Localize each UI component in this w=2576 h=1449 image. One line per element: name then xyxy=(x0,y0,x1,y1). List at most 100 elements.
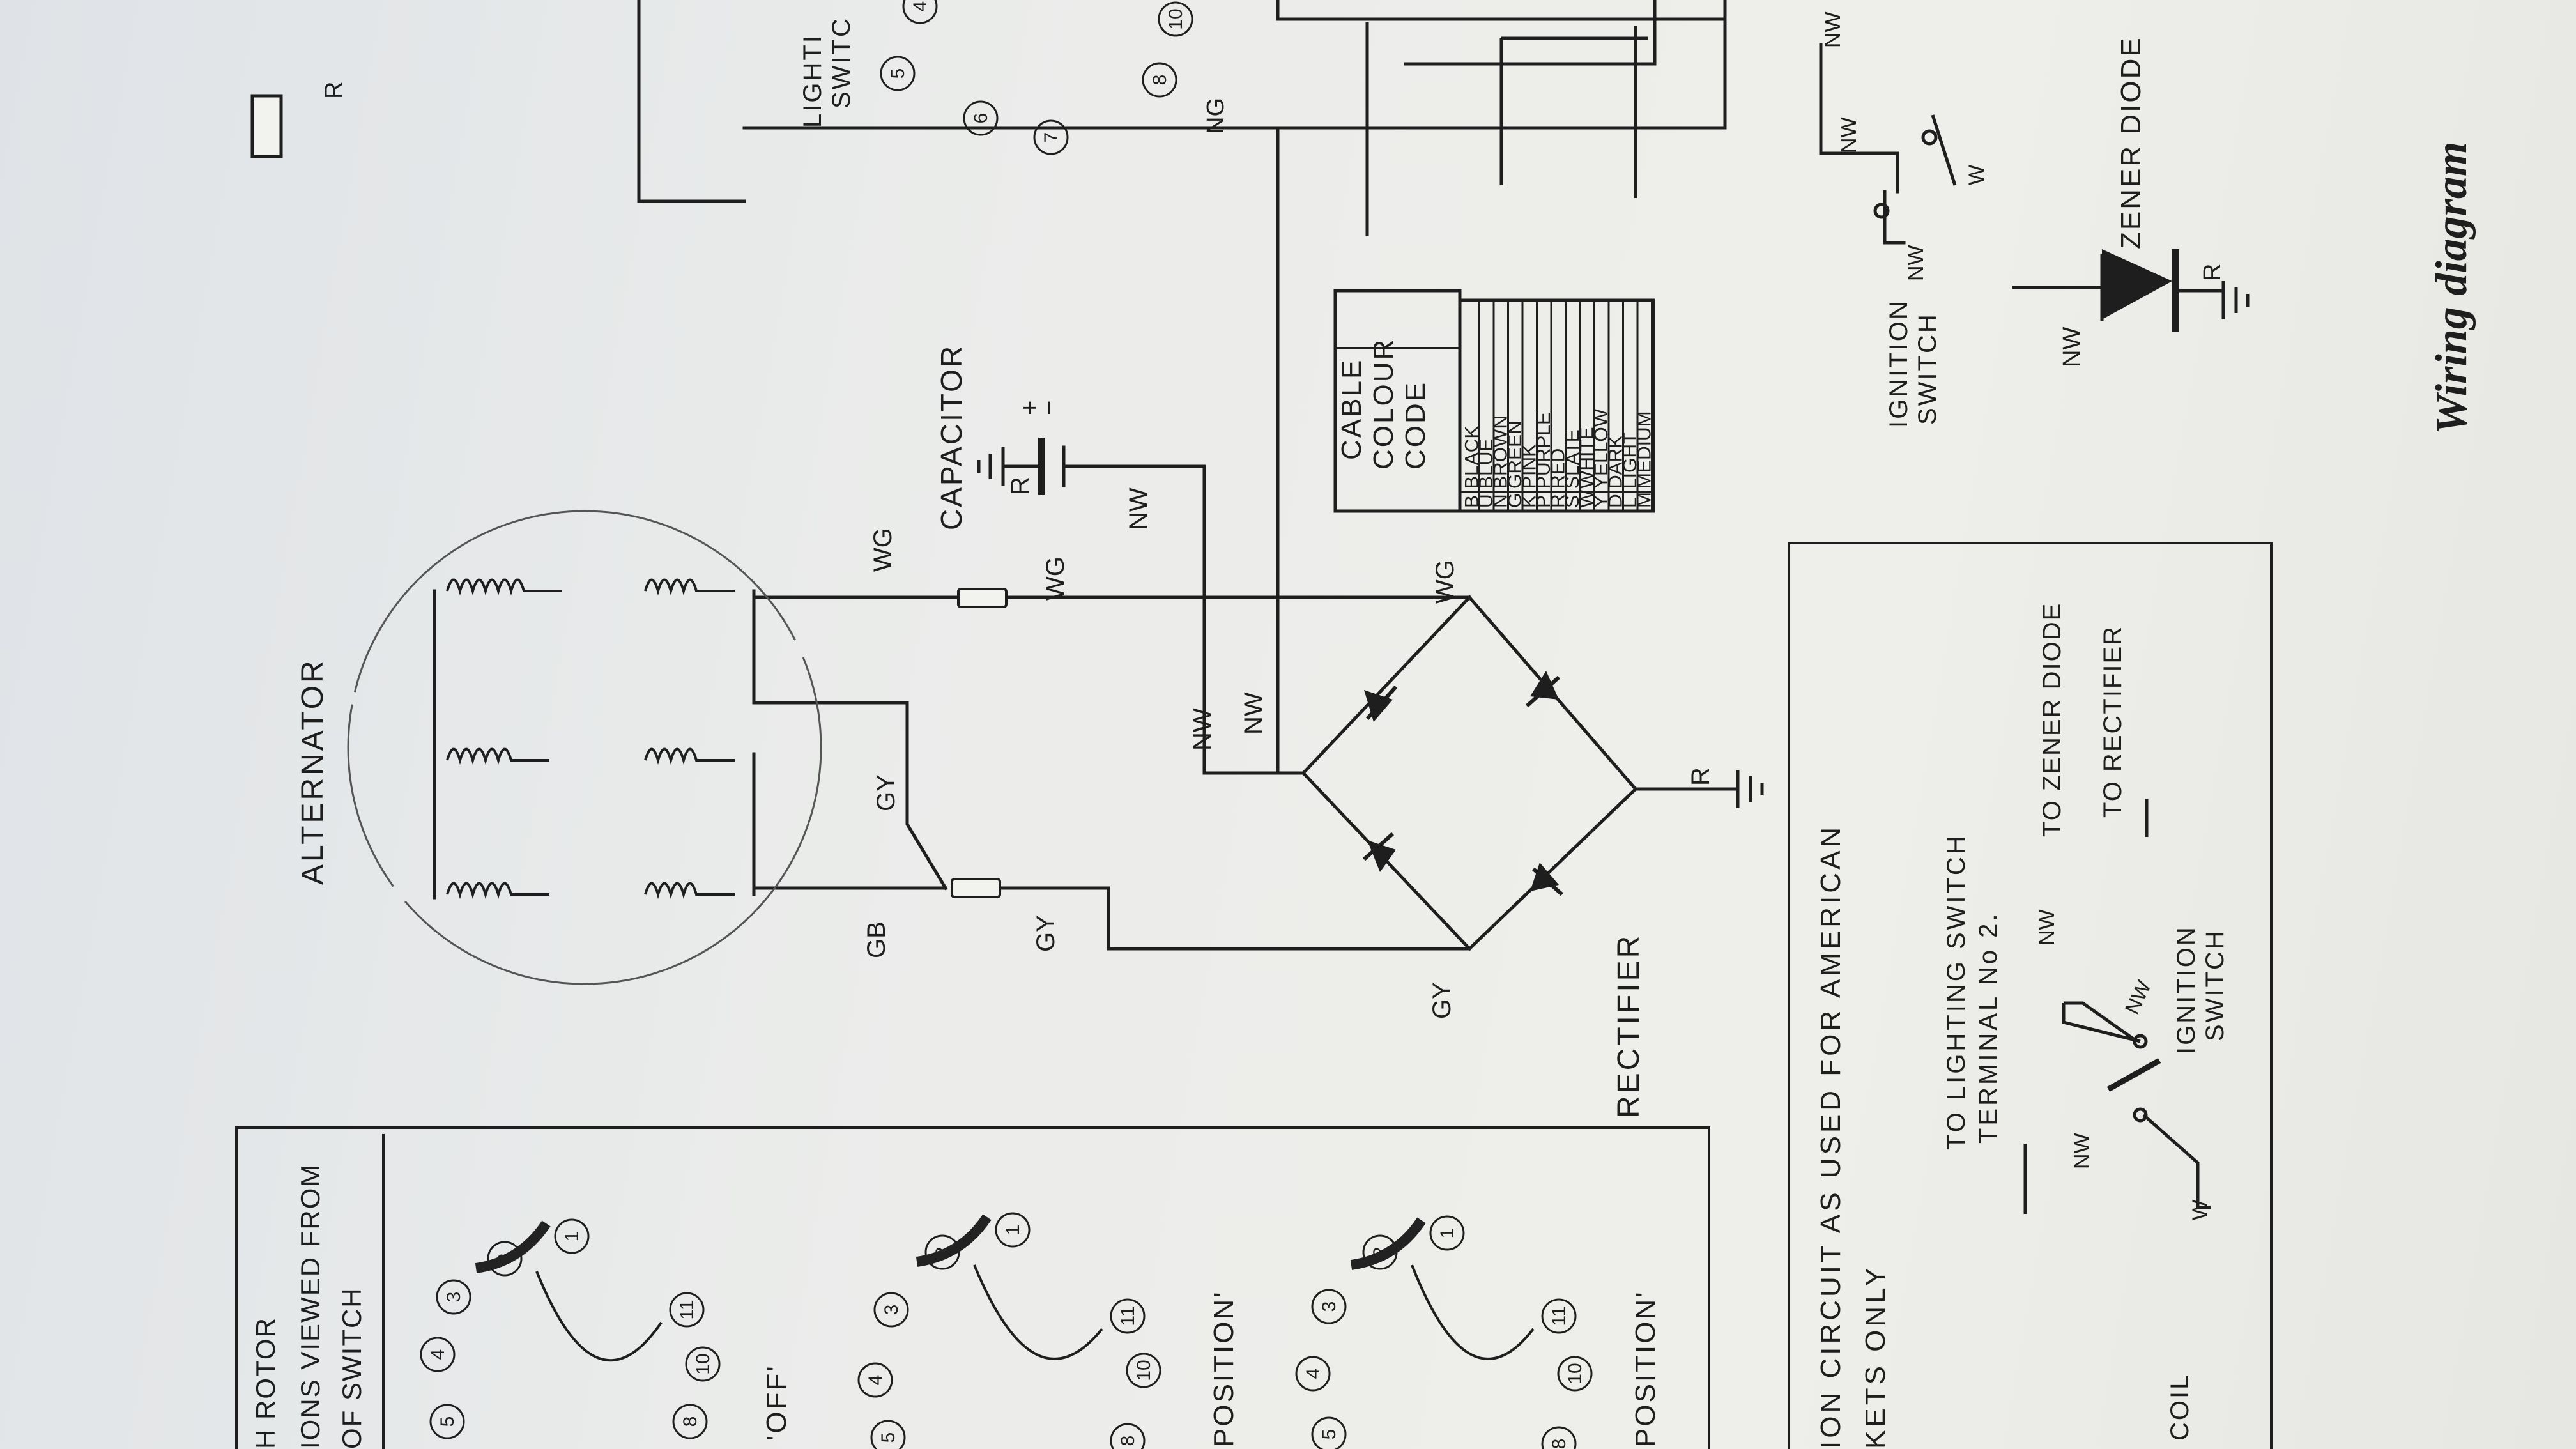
terminal-8: 8 xyxy=(1142,62,1177,98)
terminal-5: 5 xyxy=(880,56,916,91)
lighting-switch-label-1: LIGHTI xyxy=(799,34,827,128)
wire-alt-gy xyxy=(752,701,948,891)
svg-text:5: 5 xyxy=(437,1416,458,1427)
american-ignition-1: IGNITION xyxy=(2172,925,2200,1054)
svg-text:10: 10 xyxy=(1133,1360,1154,1381)
svg-text:3: 3 xyxy=(1319,1301,1340,1312)
legend-resistor-label: R xyxy=(321,82,348,99)
rectifier-wire-label-nw-right: NW xyxy=(1239,692,1268,735)
wire-lighting-branch xyxy=(1276,0,1727,21)
terminal-10: 10 xyxy=(1126,1353,1162,1388)
colour-code-row: K PINK xyxy=(1519,300,1540,511)
colour-code-letter: K xyxy=(1519,495,1540,508)
terminal-4: 4 xyxy=(857,1362,893,1398)
terminal-1: 1 xyxy=(554,1218,590,1254)
terminal-5: 5 xyxy=(429,1404,465,1439)
cable-colour-code-heading-line: COLOUR xyxy=(1368,338,1399,470)
svg-text:5: 5 xyxy=(878,1432,899,1443)
colour-code-name: WHITE xyxy=(1577,427,1598,489)
svg-text:4: 4 xyxy=(427,1349,448,1360)
terminal-3: 3 xyxy=(873,1292,909,1328)
ignition-wire-label-2: NW xyxy=(1904,245,1928,281)
alternator-wire-label-gy: GY xyxy=(872,774,900,811)
terminal-4: 4 xyxy=(902,0,938,24)
american-wire-label-4: W xyxy=(2188,1200,2212,1220)
cable-colour-code-heading-line: CABLE xyxy=(1336,358,1367,460)
colour-code-table-border xyxy=(1458,298,1655,513)
cable-colour-code-heading-line: CODE xyxy=(1400,381,1431,470)
american-to-lighting-1: TO LIGHTING SWITCH xyxy=(1942,833,1970,1150)
alternator-wire-label-wg: WG xyxy=(869,528,897,572)
svg-text:11: 11 xyxy=(677,1300,698,1319)
american-coil: COIL xyxy=(2166,1374,2194,1441)
colour-code-name: GREEN xyxy=(1505,420,1526,489)
svg-text:10: 10 xyxy=(693,1353,714,1374)
alternator-label: ALTERNATOR xyxy=(296,658,330,885)
wire-ng xyxy=(1404,0,1657,66)
wire-gy-to-rect xyxy=(998,886,1471,951)
colour-code-letter: Y xyxy=(1591,495,1612,508)
svg-text:3: 3 xyxy=(443,1292,464,1303)
rectifier-diamond xyxy=(1301,595,1638,951)
connector-gy xyxy=(951,878,1001,898)
colour-code-row: G GREEN xyxy=(1505,300,1526,511)
lighting-switch-label-2: SWITC xyxy=(827,17,855,109)
terminal-10: 10 xyxy=(1557,1356,1593,1392)
colour-code-name: PINK xyxy=(1519,444,1540,489)
rotor-position-2: POSITION' xyxy=(1208,1290,1239,1447)
svg-text:4: 4 xyxy=(910,1,931,12)
american-ignition-2: SWITCH xyxy=(2201,929,2229,1041)
colour-code-letter: G xyxy=(1505,493,1526,508)
american-to-rectifier: TO RECTIFIER xyxy=(2099,625,2127,818)
terminal-5: 5 xyxy=(870,1420,906,1449)
terminal-8: 8 xyxy=(1110,1423,1146,1449)
terminal-1: 1 xyxy=(1429,1215,1465,1251)
svg-text:1: 1 xyxy=(1437,1228,1458,1239)
colour-code-letter: B xyxy=(1462,495,1483,508)
rotor-brush-band xyxy=(475,1220,551,1273)
ground-icon xyxy=(1736,770,1764,808)
rotor-position-off: 'OFF' xyxy=(761,1364,792,1441)
svg-text:3: 3 xyxy=(881,1305,902,1315)
alternator-wire-label-gb: GB xyxy=(862,921,891,958)
colour-code-name: BLACK xyxy=(1462,426,1483,489)
zener-label: ZENER DIODE xyxy=(2115,36,2147,249)
wires xyxy=(433,0,2104,951)
rotor-panel xyxy=(235,1126,1710,1449)
wire-nw-right xyxy=(1838,151,1899,194)
colour-code-name: SLATE xyxy=(1562,429,1583,489)
terminal-6: 6 xyxy=(963,100,999,136)
colour-code-letter: R xyxy=(1548,494,1569,508)
capacitor-ground-icon xyxy=(977,447,1005,486)
terminal-11: 11 xyxy=(669,1292,705,1328)
rotor-brush-band xyxy=(1350,1217,1426,1270)
colour-code-name: RED xyxy=(1548,448,1569,489)
svg-text:7: 7 xyxy=(1041,132,1062,143)
rectifier-wire-label-top-in: WG xyxy=(1041,556,1070,601)
svg-text:11: 11 xyxy=(1549,1306,1570,1326)
colour-code-name: DARK xyxy=(1606,436,1627,489)
wire-nw-top xyxy=(1819,43,1842,155)
svg-text:8: 8 xyxy=(1117,1436,1138,1446)
zener-wire-label: NW xyxy=(2058,327,2085,367)
terminal-10: 10 xyxy=(685,1346,721,1382)
rectifier-bridge xyxy=(1301,595,1638,951)
rotor-title-1: H ROTOR xyxy=(250,1317,280,1449)
american-wire-label-3: NW xyxy=(2120,977,2156,1018)
legend-symbols xyxy=(250,22,1648,236)
wire-top-left xyxy=(637,0,746,203)
terminal-11: 11 xyxy=(1541,1298,1577,1334)
rectifier-wire-label-nw-left: NW xyxy=(1188,708,1216,751)
american-circuit-panel xyxy=(1788,542,2273,1449)
terminal-4: 4 xyxy=(420,1337,456,1372)
terminal-7: 7 xyxy=(1033,119,1069,155)
svg-text:10: 10 xyxy=(1565,1363,1586,1384)
zener-ground-label: R xyxy=(2199,264,2226,281)
